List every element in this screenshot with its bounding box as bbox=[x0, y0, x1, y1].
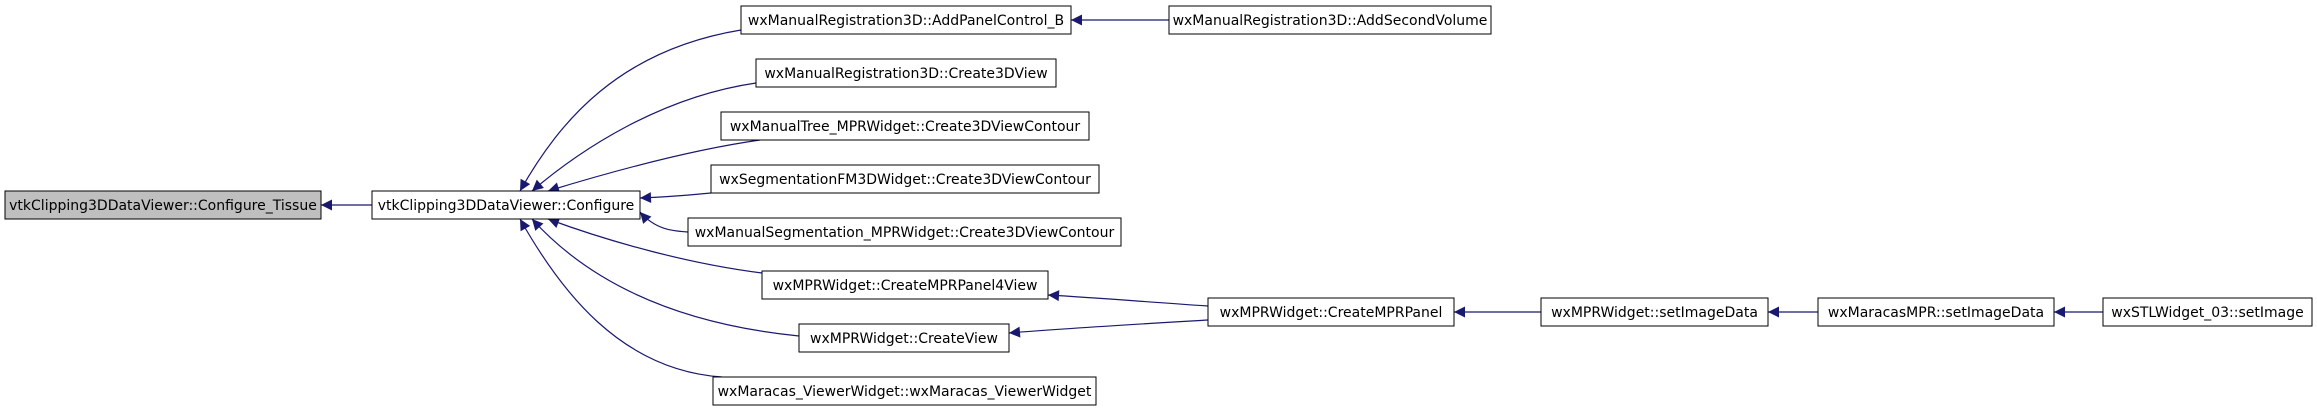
node-label: vtkClipping3DDataViewer::Configure bbox=[378, 198, 635, 214]
node-box bbox=[1168, 5, 1492, 35]
graph-node-n4[interactable]: wxManualRegistration3D::Create3DView bbox=[755, 58, 1057, 88]
graph-node-n14[interactable]: wxSTLWidget_03::setImage bbox=[2102, 297, 2313, 327]
node-box bbox=[712, 376, 1097, 406]
graph-node-n7[interactable]: wxManualSegmentation_MPRWidget::Create3D… bbox=[687, 217, 1122, 247]
node-box bbox=[761, 270, 1049, 300]
graph-node-n5[interactable]: wxManualTree_MPRWidget::Create3DViewCont… bbox=[720, 111, 1090, 141]
edge-n10-to-n1 bbox=[519, 218, 723, 378]
graph-node-n3[interactable]: wxManualRegistration3D::AddSecondVolume bbox=[1168, 5, 1492, 35]
node-label: wxMPRWidget::CreateMPRPanel bbox=[1220, 305, 1443, 321]
node-box bbox=[4, 190, 322, 220]
node-box bbox=[1207, 297, 1455, 327]
graph-node-n13[interactable]: wxMaracasMPR::setImageData bbox=[1817, 297, 2055, 327]
node-label: wxManualRegistration3D::AddPanelControl_… bbox=[748, 13, 1064, 29]
graph-node-n9[interactable]: wxMPRWidget::CreateView bbox=[798, 323, 1010, 353]
edge-n2-to-n1 bbox=[519, 29, 742, 192]
node-label: wxManualSegmentation_MPRWidget::Create3D… bbox=[695, 225, 1115, 241]
node-label: wxSegmentationFM3DWidget::Create3DViewCo… bbox=[719, 172, 1091, 188]
graph-node-n10[interactable]: wxMaracas_ViewerWidget::wxMaracas_Viewer… bbox=[712, 376, 1097, 406]
node-label: wxManualRegistration3D::Create3DView bbox=[764, 66, 1047, 82]
node-box bbox=[710, 164, 1100, 194]
node-box bbox=[798, 323, 1010, 353]
graph-node-n11[interactable]: wxMPRWidget::CreateMPRPanel bbox=[1207, 297, 1455, 327]
node-box bbox=[687, 217, 1122, 247]
edge-n11-to-n9 bbox=[1008, 319, 1209, 338]
node-box bbox=[371, 190, 641, 220]
node-box bbox=[2102, 297, 2313, 327]
node-label: wxManualRegistration3D::AddSecondVolume bbox=[1173, 13, 1488, 29]
node-label: wxMaracasMPR::setImageData bbox=[1828, 305, 2044, 321]
node-label: wxMPRWidget::CreateView bbox=[810, 331, 998, 347]
node-box bbox=[720, 111, 1090, 141]
graph-node-n1[interactable]: vtkClipping3DDataViewer::Configure bbox=[371, 190, 641, 220]
node-box bbox=[755, 58, 1057, 88]
graph-node-n2[interactable]: wxManualRegistration3D::AddPanelControl_… bbox=[740, 5, 1072, 35]
edge-n5-to-n1 bbox=[547, 139, 761, 194]
node-label: wxMPRWidget::setImageData bbox=[1551, 305, 1758, 321]
node-box bbox=[1540, 297, 1769, 327]
nodes-layer: vtkClipping3DDataViewer::Configure_Tissu… bbox=[4, 5, 2313, 406]
node-label: wxMPRWidget::CreateMPRPanel4View bbox=[773, 278, 1038, 294]
node-label: wxSTLWidget_03::setImage bbox=[2111, 305, 2303, 321]
node-box bbox=[740, 5, 1072, 35]
edge-n11-to-n8 bbox=[1047, 290, 1209, 307]
edge-n9-to-n1 bbox=[531, 218, 800, 337]
graph-node-n12[interactable]: wxMPRWidget::setImageData bbox=[1540, 297, 1769, 327]
graph-node-n0[interactable]: vtkClipping3DDataViewer::Configure_Tissu… bbox=[4, 190, 322, 220]
edge-n7-to-n1 bbox=[639, 211, 689, 233]
node-label: vtkClipping3DDataViewer::Configure_Tissu… bbox=[9, 198, 317, 214]
edge-n6-to-n1 bbox=[639, 192, 712, 204]
node-box bbox=[1817, 297, 2055, 327]
edges-layer bbox=[321, 14, 2103, 378]
node-label: wxMaracas_ViewerWidget::wxMaracas_Viewer… bbox=[718, 384, 1092, 400]
edge-n4-to-n1 bbox=[531, 82, 757, 192]
graph-node-n8[interactable]: wxMPRWidget::CreateMPRPanel4View bbox=[761, 270, 1049, 300]
edge-n8-to-n1 bbox=[547, 217, 763, 274]
graph-node-n6[interactable]: wxSegmentationFM3DWidget::Create3DViewCo… bbox=[710, 164, 1100, 194]
node-label: wxManualTree_MPRWidget::Create3DViewCont… bbox=[730, 119, 1081, 135]
